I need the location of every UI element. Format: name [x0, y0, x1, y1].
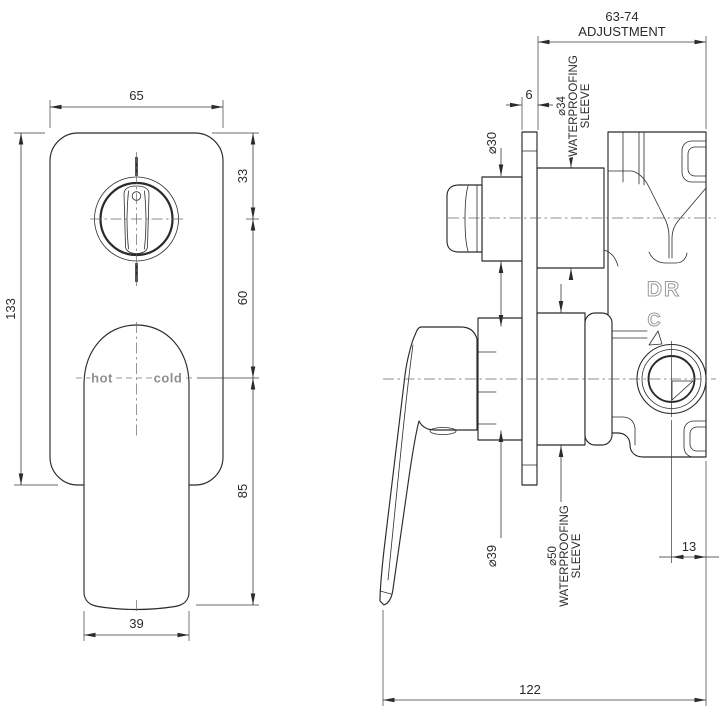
body-pointer-detail: [648, 330, 663, 346]
spindle-cap-curve: [464, 185, 469, 252]
dim-dial-to-handle-label: 60: [235, 291, 250, 305]
body-sleeve-fillet-top: [603, 249, 619, 267]
dim-top-to-dial-label: 33: [235, 169, 250, 183]
side-wall-plate: [521, 131, 538, 486]
sleeve-bottom-label-waterproofing: WATERPROOFING: [559, 505, 571, 607]
side-lever-tip-line: [379, 590, 392, 595]
dim-cartridge-diameter-label: ⌀39: [484, 545, 499, 567]
sleeve-top-label-sleeve: SLEEVE: [580, 83, 592, 128]
sleeve-top-label-dia: ⌀34: [556, 96, 568, 116]
inlet-port-bottom-inner: [689, 426, 707, 452]
hot-label: hot: [91, 371, 113, 386]
body-funnel-right: [671, 187, 707, 259]
inlet-port-top-inner: [687, 146, 707, 177]
sleeve-top-label-waterproofing: WATERPROOFING: [568, 55, 580, 157]
dim-outlet-offset-label: 13: [682, 539, 696, 554]
handle-markings: hot cold: [90, 369, 184, 387]
dial-knob: [123, 185, 150, 254]
spindle-cylinder: [481, 176, 523, 262]
sleeve-bottom-label-dia: ⌀50: [547, 546, 559, 566]
body-mark-dr: DR: [647, 278, 681, 301]
dim-adjustment-label: ADJUSTMENT: [578, 24, 665, 39]
body-mark-c: C: [648, 310, 661, 330]
dim-plate-width-label: 65: [129, 88, 143, 103]
dial-knob-facet-left: [126, 190, 129, 250]
inlet-port-bottom: [683, 420, 707, 458]
dim-spindle-diameter-label: ⌀30: [484, 132, 499, 154]
dim-plate-height-label: 133: [3, 298, 18, 320]
inlet-port-top: [681, 140, 707, 183]
dimensions: 65 133 33 60 85 39 63-74 ADJUSTMENT 6: [2, 8, 719, 706]
side-lever-handle: [379, 326, 478, 606]
lever-hub-oval: [429, 427, 457, 435]
cold-label: cold: [154, 371, 183, 386]
dial-knob-facet-right: [144, 190, 147, 250]
centerlines: [76, 152, 716, 614]
dim-handle-width-label: 39: [129, 616, 143, 631]
body-funnel-left: [607, 170, 670, 259]
front-view: [49, 132, 224, 611]
dim-plate-thickness-label: 6: [525, 87, 532, 102]
dim-total-depth-label: 122: [519, 682, 541, 697]
side-view: DR C: [379, 131, 707, 606]
body-funnel-foot: [648, 251, 688, 264]
sleeve-bottom-label-sleeve: SLEEVE: [571, 533, 583, 578]
spindle-cap: [446, 184, 483, 253]
front-lever-handle: [83, 324, 190, 611]
body-step-line: [607, 416, 636, 446]
dim-adjustment-value: 63-74: [605, 9, 638, 24]
side-lever-inner-edge: [387, 344, 414, 581]
dim-handle-length-label: 85: [235, 484, 250, 498]
outlet-wedge-detail: [671, 380, 694, 401]
